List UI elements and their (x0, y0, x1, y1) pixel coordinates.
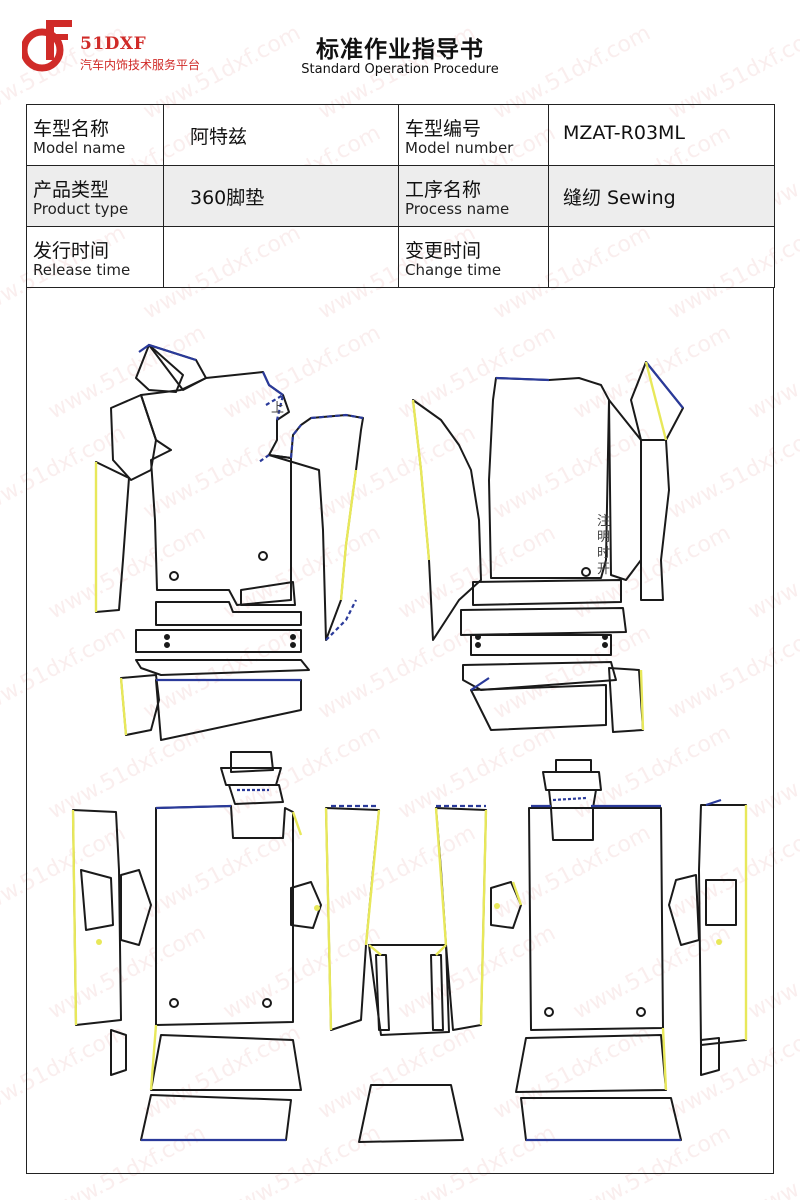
rear-left-inner-piece (80, 869, 114, 931)
rear-right-inner-piece (705, 879, 737, 926)
note-char-4: 开 (597, 562, 610, 577)
model-number-label-en: Model number (405, 139, 514, 157)
product-type-value: 360脚垫 (190, 187, 265, 209)
rear-right-hole-1 (544, 1007, 554, 1017)
release-time-label-en: Release time (33, 261, 131, 279)
front-right-strip-2 (460, 607, 627, 636)
rear-left-edge-panel (72, 809, 122, 1026)
rear-left-lower-panel (150, 1034, 302, 1091)
info-row-product: 产品类型 Product type 360脚垫 工序名称 Process nam… (26, 165, 775, 227)
front-left-strip-3 (135, 659, 310, 676)
info-table: 车型名称 Model name 阿特兹 车型编号 Model number MZ… (26, 104, 775, 288)
rear-right-notch-piece (668, 874, 700, 946)
front-left-lower-side (120, 674, 160, 736)
front-right-lower-panel (470, 684, 607, 731)
note-char-2: 明 (597, 530, 610, 545)
front-left-main-panel (140, 371, 292, 606)
front-right-edge-strip (640, 439, 670, 601)
model-number-cell: MZAT-R03ML (548, 104, 775, 166)
center-tunnel-strip-2 (430, 954, 444, 1031)
brand-logo-icon (22, 20, 72, 72)
model-name-label-en: Model name (33, 139, 126, 157)
process-name-label-en: Process name (405, 200, 510, 218)
change-time-cell (548, 226, 775, 288)
model-number-label-cn: 车型编号 (405, 118, 482, 140)
process-name-value: 缝纫 Sewing (563, 187, 676, 209)
rear-right-top-tab-2 (542, 771, 602, 791)
rear-left-bottom-strip (140, 1094, 292, 1141)
center-tunnel-group (325, 807, 487, 1143)
info-row-time: 发行时间 Release time 变更时间 Change time (26, 226, 775, 288)
front-right-heel-piece (608, 399, 642, 581)
change-time-label: 变更时间 Change time (398, 226, 549, 288)
rear-left-hole-2 (262, 998, 272, 1008)
front-left-strip-2 (135, 629, 302, 653)
note-char-1: 注 (597, 514, 610, 529)
front-right-strip-1 (472, 579, 622, 606)
rear-left-hole-1 (169, 998, 179, 1008)
front-left-hole-2 (258, 551, 268, 561)
model-name-cell: 阿特兹 (163, 104, 399, 166)
process-name-cell: 缝纫 Sewing (548, 165, 775, 227)
rear-right-small-tab (700, 1037, 720, 1076)
rear-right-top-tab-1 (555, 759, 592, 773)
front-left-hole-1 (169, 571, 179, 581)
note-char-3: 时 (597, 546, 610, 561)
release-time-cell (163, 226, 399, 288)
change-time-label-cn: 变更时间 (405, 240, 482, 262)
front-right-mat-group (412, 361, 684, 733)
rear-left-mat-group (72, 751, 322, 1141)
front-right-lower-side (608, 667, 644, 733)
front-left-heel-piece (110, 394, 157, 481)
front-left-tab (240, 581, 296, 606)
rear-left-top-tab-3 (228, 784, 284, 805)
rear-right-clip-piece (490, 881, 522, 929)
document-subtitle: Standard Operation Procedure (301, 62, 499, 77)
rear-left-top-tab-1 (230, 751, 274, 773)
process-name-label-cn: 工序名称 (405, 179, 482, 201)
rear-right-mat-group (490, 759, 747, 1141)
rear-left-small-tab (110, 1029, 127, 1076)
front-right-main-panel (488, 377, 610, 579)
brand-name: 51DXF (80, 34, 147, 54)
model-name-label-cn: 车型名称 (33, 118, 110, 140)
rear-right-hole-2 (636, 1007, 646, 1017)
brand-subtitle: 汽车内饰技术服务平台 (80, 58, 201, 72)
change-time-label-en: Change time (405, 261, 502, 279)
front-right-side-panel (412, 399, 482, 641)
process-name-label: 工序名称 Process name (398, 165, 549, 227)
front-right-strip-4 (462, 661, 617, 691)
pattern-drawing-frame: 上 注 明 时 开 (26, 288, 774, 1174)
brand-logo: 51DXF 汽车内饰技术服务平台 (22, 18, 282, 78)
front-left-strip-1 (155, 601, 302, 626)
front-left-corner-piece (135, 344, 184, 393)
up-mark-label: 上 (271, 401, 284, 416)
rear-right-bottom-strip (520, 1097, 682, 1141)
model-number-value: MZAT-R03ML (563, 122, 686, 144)
model-name-value: 阿特兹 (190, 126, 248, 148)
rear-right-lower-panel (515, 1034, 667, 1093)
front-right-strip-3 (470, 634, 612, 656)
front-left-edge-strip (95, 461, 130, 613)
front-left-lower-panel (155, 679, 302, 741)
rear-right-edge-panel (698, 804, 747, 1046)
rear-right-main-panel (528, 807, 664, 1031)
product-type-label: 产品类型 Product type (26, 165, 164, 227)
rear-left-clip-piece (290, 881, 322, 929)
product-type-label-en: Product type (33, 200, 129, 218)
product-type-label-cn: 产品类型 (33, 179, 110, 201)
center-tunnel-panel (368, 944, 450, 1036)
center-tunnel-strip-1 (375, 954, 390, 1031)
front-right-hole-1 (581, 567, 591, 577)
rear-left-notch-piece (120, 869, 152, 946)
product-type-cell: 360脚垫 (163, 165, 399, 227)
document-title: 标准作业指导书 (316, 37, 484, 63)
rear-left-main-panel (155, 805, 294, 1026)
rear-right-top-tab-3 (548, 789, 597, 809)
center-left-side-panel (325, 807, 380, 1031)
release-time-label: 发行时间 Release time (26, 226, 164, 288)
release-time-label-cn: 发行时间 (33, 240, 110, 262)
center-bottom-panel (358, 1084, 464, 1143)
